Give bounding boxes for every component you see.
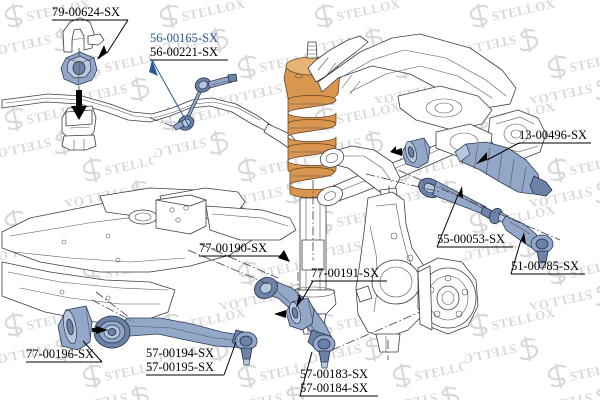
label-57-00194[interactable]: 57-00194-SX 57-00195-SX — [146, 341, 237, 376]
label-77-00191-leader — [301, 280, 314, 301]
label-13-00496-arrowhead — [476, 152, 487, 164]
label-56-00165-arrowhead — [149, 60, 158, 76]
label-55-00053[interactable]: 55-00053-SX — [436, 186, 513, 248]
label-77-00196[interactable]: 77-00196-SX — [26, 340, 103, 363]
label-57-00183-line1: 57-00183-SX — [300, 367, 368, 381]
label-77-00191[interactable]: 77-00191-SX — [296, 266, 387, 308]
label-51-00785-line1: 51-00785-SX — [511, 259, 579, 273]
coil-spring — [287, 95, 337, 198]
stabilizer-link — [149, 73, 238, 131]
label-57-00183[interactable]: 57-00183-SX 57-00184-SX — [299, 351, 378, 397]
label-77-00190-arrowhead — [278, 250, 290, 262]
label-77-00196-line1: 77-00196-SX — [26, 347, 94, 361]
label-77-00191-arrowhead — [296, 294, 302, 308]
label-56-00165-leader — [151, 59, 191, 129]
label-51-00785[interactable]: 51-00785-SX — [510, 232, 585, 275]
label-55-00053-line1: 55-00053-SX — [437, 232, 505, 246]
steering-rack-boot — [454, 141, 553, 197]
upper-arm-bushing — [390, 137, 431, 169]
exploded-axis-lines — [187, 173, 441, 351]
label-56-00165-line1: 56-00165-SX — [150, 31, 218, 45]
label-56-00165-line2: 56-00221-SX — [150, 45, 218, 59]
rear-arm-bushing — [57, 291, 135, 351]
label-57-00194-leader — [223, 341, 237, 376]
labels-layer: 79-00624-SX 56-00165-SX 56-00221-SX 13-0… — [26, 5, 591, 397]
label-57-00194-line2: 57-00195-SX — [146, 360, 214, 374]
lower-arm-bushing — [274, 272, 315, 331]
outer-tie-rod-end — [369, 157, 561, 269]
wheel-hub — [417, 257, 479, 335]
label-77-00191-line1: 77-00191-SX — [311, 266, 379, 280]
steering-rack — [307, 33, 547, 207]
assembly-arrow-bushing — [71, 48, 87, 120]
label-79-00624-leader — [106, 19, 129, 54]
label-13-00496-leader — [486, 142, 520, 161]
label-13-00496-line1: 13-00496-SX — [519, 128, 587, 142]
label-79-00624[interactable]: 79-00624-SX — [52, 5, 129, 60]
label-77-00190-line1: 77-00190-SX — [199, 241, 267, 255]
technical-drawing — [1, 17, 561, 369]
upper-control-arm — [319, 145, 401, 262]
label-77-00196-leader — [82, 340, 103, 363]
label-57-00183-leader — [299, 351, 313, 397]
label-55-00053-arrowhead — [458, 186, 463, 198]
stabilizer-bar-bracket — [61, 105, 97, 151]
label-13-00496[interactable]: 13-00496-SX — [476, 128, 591, 164]
stabilizer-bar-bracket-upper — [62, 17, 105, 53]
label-51-00785-leader — [510, 239, 522, 275]
label-79-00624-arrowhead — [97, 45, 107, 60]
label-77-00190[interactable]: 77-00190-SX — [199, 241, 290, 262]
label-56-00165[interactable]: 56-00165-SX 56-00221-SX — [149, 31, 228, 129]
stabilizer-bar-bushing — [60, 51, 98, 86]
label-55-00053-leader — [436, 194, 459, 248]
label-51-00785-arrowhead — [521, 232, 526, 244]
label-57-00194-line1: 57-00194-SX — [146, 346, 214, 360]
label-57-00183-line2: 57-00184-SX — [300, 381, 368, 395]
label-79-00624-line1: 79-00624-SX — [52, 5, 120, 19]
